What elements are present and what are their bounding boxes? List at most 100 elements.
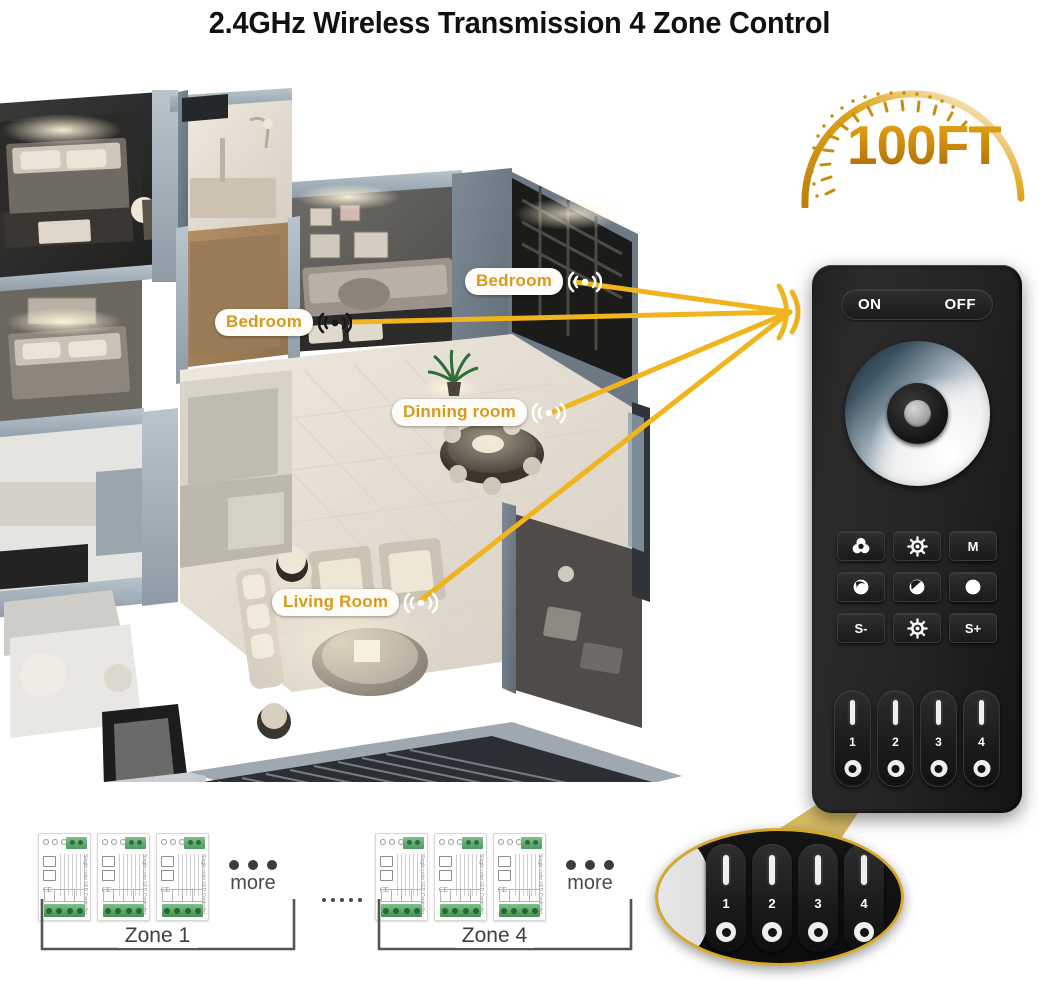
led-controller: CE Single color LED Controller <box>97 833 150 921</box>
output-terminal <box>184 837 205 849</box>
zone-button-2[interactable]: 2 <box>877 690 914 787</box>
magnified-zone-4: 4 <box>844 844 884 952</box>
key-speed-up[interactable]: S+ <box>949 613 997 643</box>
wiring-table <box>499 889 540 902</box>
key-brightness-sun[interactable] <box>893 531 941 561</box>
page-title: 2.4GHz Wireless Transmission 4 Zone Cont… <box>208 5 831 40</box>
zone-number: 3 <box>935 735 942 749</box>
key-crescent[interactable] <box>837 572 885 602</box>
zone-indicator-bar <box>769 855 775 885</box>
room-label-text: Living Room <box>272 589 400 616</box>
remote-control: ON OFF <box>812 265 1022 813</box>
zone-bracket <box>40 899 296 951</box>
zone-indicator-bar <box>723 855 729 885</box>
range-badge: 100FT <box>795 88 1035 208</box>
model-text: Single color LED Controller <box>478 854 484 915</box>
input-terminal <box>103 904 144 917</box>
key-brightness-sun-2[interactable] <box>893 613 941 643</box>
model-text: Single color LED Controller <box>537 854 543 915</box>
room-label-text: Dinning room <box>392 399 527 426</box>
model-text: Single color LED Controller <box>141 854 147 915</box>
zone-group-label: Zone 1 <box>117 924 198 948</box>
output-terminal <box>125 837 146 849</box>
zone-indicator-bar <box>893 700 898 725</box>
led-indicators <box>498 839 522 845</box>
input-terminal <box>381 904 422 917</box>
magnified-zone-3: 3 <box>798 844 838 952</box>
more-dots-icon <box>566 859 614 870</box>
more-label: more <box>230 871 276 894</box>
input-terminal <box>499 904 540 917</box>
more-dots-icon <box>229 859 277 870</box>
more-label: more <box>567 871 613 894</box>
rgb-circles-icon <box>852 537 870 554</box>
zone-button-1[interactable]: 1 <box>834 690 871 787</box>
input-terminal <box>162 904 203 917</box>
magnified-zone-2: 2 <box>752 844 792 952</box>
more-controllers: more <box>566 833 614 921</box>
wiring-table <box>162 889 203 902</box>
certification-marks <box>161 856 175 884</box>
zone-buttons-magnifier: 1 2 3 4 <box>655 828 904 966</box>
certification-marks <box>498 856 512 884</box>
more-controllers: more <box>229 833 277 921</box>
zone-number: 3 <box>814 896 822 911</box>
zone-indicator-bar <box>850 700 855 725</box>
output-terminal <box>521 837 542 849</box>
zone-separator-dots <box>322 898 362 902</box>
wiring-table <box>103 889 144 902</box>
wiring-table <box>440 889 481 902</box>
zone-select-dot[interactable] <box>887 760 904 777</box>
magnifier-glass-edge <box>658 839 712 957</box>
gauge-arc-icon <box>801 90 1025 208</box>
room-label-dinning-room: Dinning room <box>392 399 566 426</box>
off-label[interactable]: OFF <box>944 296 976 313</box>
certification-marks <box>380 856 394 884</box>
zone-button-4[interactable]: 4 <box>963 690 1000 787</box>
zone-group-4: CE Single color LED Controller CE Single… <box>375 833 633 951</box>
zone-select-dot <box>716 922 736 942</box>
on-label[interactable]: ON <box>858 296 882 313</box>
room-label-living-room: Living Room <box>272 589 439 616</box>
brightness-sun-icon <box>906 535 928 557</box>
zone-select-dot[interactable] <box>844 760 861 777</box>
led-indicators <box>161 839 185 845</box>
zone-select-dot[interactable] <box>973 760 990 777</box>
brightness-sun-icon <box>906 617 928 639</box>
led-indicators <box>43 839 67 845</box>
key-rgb-circles[interactable] <box>837 531 885 561</box>
wireless-signal-icon <box>568 271 603 292</box>
zone-group-label: Zone 4 <box>454 924 535 948</box>
key-speed-down[interactable]: S- <box>837 613 885 643</box>
zone-button-group: 1 2 3 4 <box>834 690 1000 787</box>
full-circle-icon <box>965 579 981 595</box>
zone-number: 1 <box>849 735 856 749</box>
power-toggle[interactable]: ON OFF <box>841 289 993 320</box>
wireless-signal-icon <box>404 592 439 613</box>
zone-indicator-bar <box>815 855 821 885</box>
zone-select-dot <box>762 922 782 942</box>
wireless-signal-icon <box>531 402 566 423</box>
zone-indicator-bar <box>861 855 867 885</box>
output-terminal <box>66 837 87 849</box>
zone-indicator-bar <box>979 700 984 725</box>
key-half-circle[interactable] <box>893 572 941 602</box>
zone-select-dot[interactable] <box>930 760 947 777</box>
zone-indicator-bar <box>936 700 941 725</box>
room-label-text: Bedroom <box>215 309 314 336</box>
key-mode[interactable]: M <box>949 531 997 561</box>
wiring-table <box>44 889 85 902</box>
output-terminal <box>462 837 483 849</box>
key-full-circle[interactable] <box>949 572 997 602</box>
dial-center-button[interactable] <box>904 400 931 427</box>
input-terminal <box>440 904 481 917</box>
range-value: 100FT <box>847 114 1002 176</box>
zone-select-dot <box>854 922 874 942</box>
color-wheel-dial[interactable] <box>845 341 990 486</box>
zone-button-3[interactable]: 3 <box>920 690 957 787</box>
led-controller: CE Single color LED Controller <box>38 833 91 921</box>
crescent-circle-icon <box>853 579 869 595</box>
zone-number: 2 <box>892 735 899 749</box>
keypad-row: M <box>837 531 997 561</box>
room-label-text: Bedroom <box>465 268 564 295</box>
